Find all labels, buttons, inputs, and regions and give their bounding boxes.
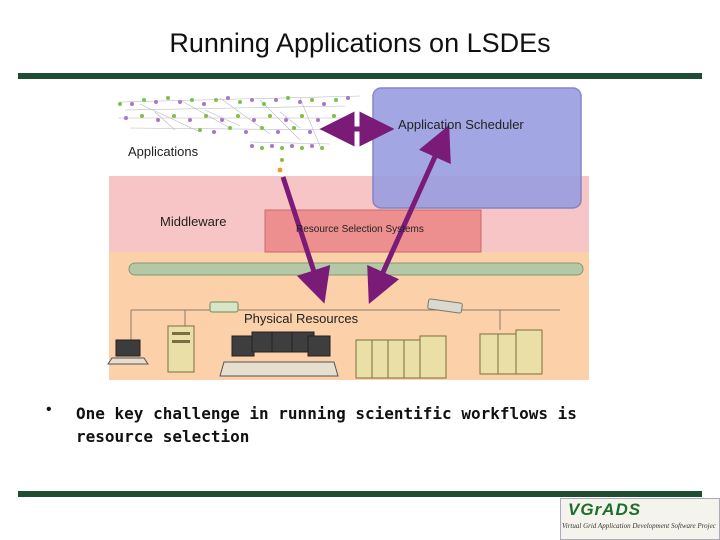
bullet-marker: • — [46, 401, 52, 418]
network-switch-icon — [209, 301, 239, 313]
network-bus — [128, 262, 584, 276]
scheduler-resources-arrow — [367, 125, 451, 304]
bullet-item: One key challenge in running scientific … — [76, 404, 577, 446]
application-scheduler-box — [372, 87, 582, 209]
workflow-graph — [118, 95, 361, 147]
applications-label: Applications — [128, 144, 199, 159]
scheduler-label: Application Scheduler — [398, 117, 524, 132]
server-icon — [167, 325, 195, 373]
resource-selection-label: Resource Selection Systems — [296, 224, 424, 235]
server-rack-icon-2 — [479, 329, 543, 375]
footer-divider — [18, 491, 702, 497]
workstation-cluster-icon — [219, 331, 339, 377]
slide-title: Running Applications on LSDEs — [169, 28, 551, 58]
server-rack-icon — [355, 335, 447, 379]
laptop-icon — [107, 339, 149, 365]
workflow-nodes — [118, 96, 350, 173]
logo-wordmark: VGrADS — [568, 500, 642, 519]
app-to-resources-arrow — [280, 176, 331, 304]
logo-subtitle: Virtual Grid Application Development Sof… — [562, 522, 716, 530]
vgrads-logo: VGrADS Virtual Grid Application Developm… — [560, 498, 720, 540]
title-divider — [18, 73, 702, 79]
middleware-label: Middleware — [160, 214, 227, 229]
router-icon — [427, 298, 463, 314]
physical-resources-label: Physical Resources — [244, 311, 359, 326]
